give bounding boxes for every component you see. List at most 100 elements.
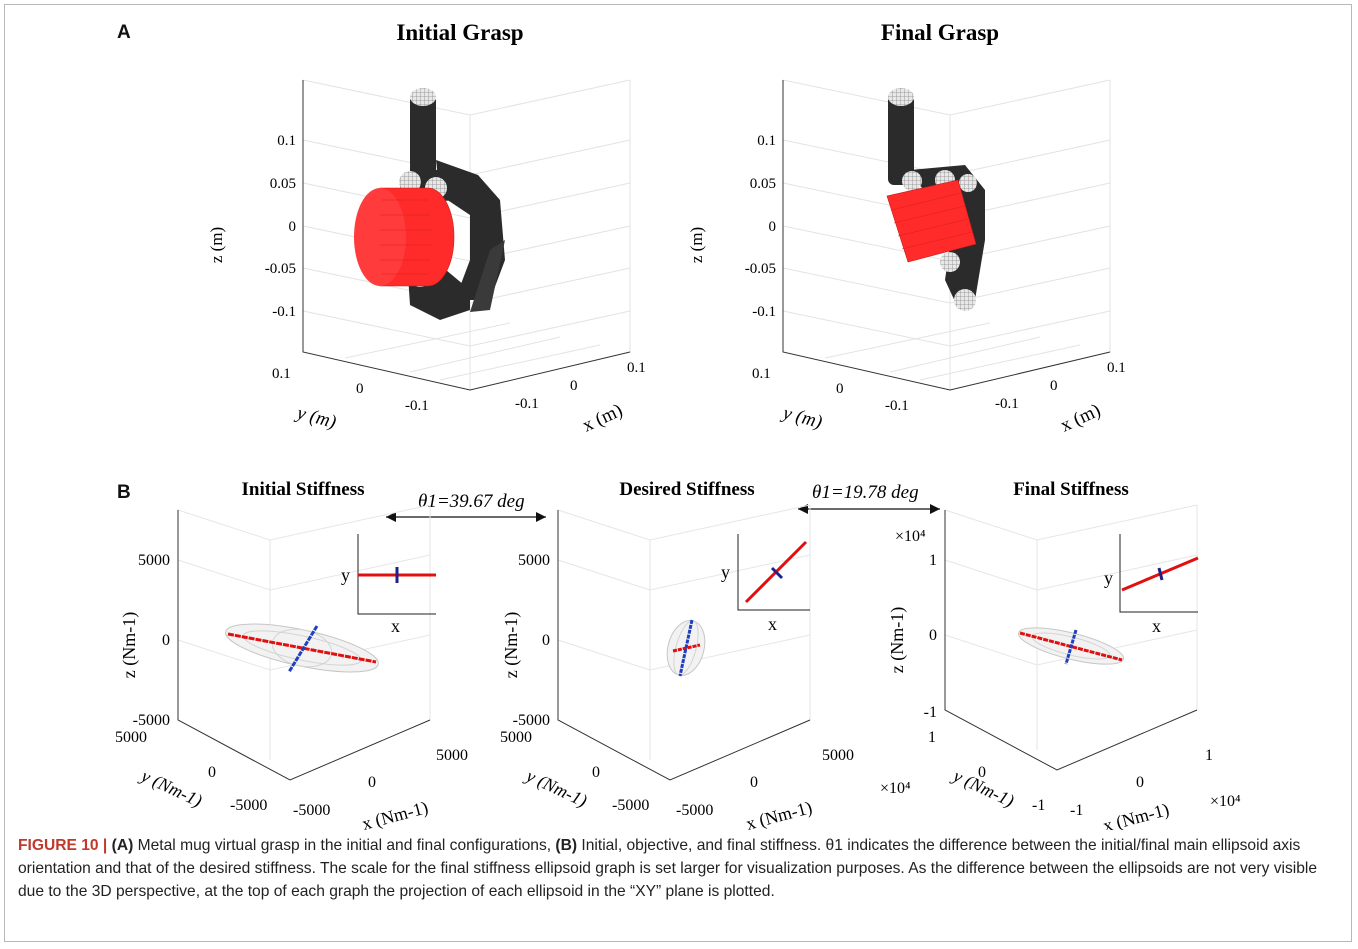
- x-ticks: -5000 0 5000: [293, 747, 468, 819]
- y-tick: -5000: [612, 797, 649, 814]
- x-ticks: -5000 0 5000: [676, 747, 854, 819]
- final-y-label: y (m): [779, 402, 825, 433]
- desired-ellipsoid: [666, 619, 706, 677]
- inset-x: x: [1152, 616, 1161, 636]
- figure-svg: Initial Grasp 0.1 0.05 0 -0.05 -0.1 z (m…: [115, 20, 1241, 830]
- y-label: y (Nm-1): [136, 765, 205, 812]
- y-tick: -0.1: [885, 398, 909, 414]
- z-label: z (Nm-1): [119, 612, 140, 678]
- final-grasp-title: Final Grasp: [881, 20, 999, 45]
- desired-stiffness-plot: Desired Stiffness 5000 0 -5000 z (Nm-1) …: [500, 479, 854, 830]
- y-ticks: 1 0 -1: [928, 729, 1045, 814]
- y-tick: 0: [836, 381, 844, 397]
- x-tick: 5000: [436, 747, 468, 764]
- minor-axis: [287, 625, 319, 673]
- initial-stiffness-title: Initial Stiffness: [242, 479, 365, 500]
- z-tick: -1: [924, 704, 937, 721]
- z-ticks: 5000 0 -5000: [513, 552, 550, 729]
- caption-b-ref: (B): [555, 837, 578, 854]
- y-tick: 0: [592, 764, 600, 781]
- caption-figure-label: FIGURE 10 |: [18, 837, 108, 854]
- final-z-ticks: 0.1 0.05 0 -0.05 -0.1: [745, 133, 776, 320]
- z-label: z (Nm-1): [501, 612, 522, 678]
- y-tick: 0: [978, 764, 986, 781]
- angle-2-label: θ1=19.78 deg: [812, 482, 919, 503]
- x-tick: -5000: [676, 802, 713, 819]
- desired-stiffness-title: Desired Stiffness: [619, 479, 754, 500]
- initial-stiffness-plot: Initial Stiffness 5000 0 -5000 z (Nm-1) …: [115, 479, 468, 830]
- y-ticks: 5000 0 -5000: [500, 729, 649, 814]
- axes: [944, 510, 1198, 771]
- y-tick: 0: [356, 381, 364, 397]
- final-x-label: x (m): [1057, 400, 1104, 437]
- initial-grasp-axes: [302, 80, 631, 391]
- x-tick: -5000: [293, 802, 330, 819]
- z-tick: 0: [289, 219, 297, 235]
- initial-ellipsoid: [225, 623, 379, 673]
- x-label: x (Nm-1): [360, 797, 431, 830]
- inset-x: x: [768, 614, 777, 634]
- y-scale-label: ×10⁴: [880, 780, 911, 797]
- figure-caption: FIGURE 10 | (A) Metal mug virtual grasp …: [18, 834, 1340, 903]
- initial-xy-inset: y x: [341, 534, 436, 636]
- initial-grasp-plot: Initial Grasp 0.1 0.05 0 -0.05 -0.1 z (m…: [207, 20, 646, 437]
- inset-y: y: [1104, 568, 1113, 588]
- z-ticks: 5000 0 -5000: [133, 552, 170, 729]
- final-grasp-plot: Final Grasp 0.1 0.05 0 -0.05 -0.1 z (m) …: [687, 20, 1126, 437]
- initial-y-label: y (m): [293, 402, 339, 433]
- z-tick: 0.1: [757, 133, 776, 149]
- y-tick: 5000: [115, 729, 147, 746]
- z-tick: 0.1: [277, 133, 296, 149]
- initial-x-label: x (m): [579, 400, 626, 437]
- x-label: x (Nm-1): [744, 797, 815, 830]
- x-tick: 0: [750, 774, 758, 791]
- z-tick: 0: [929, 627, 937, 644]
- y-tick: 5000: [500, 729, 532, 746]
- final-stiffness-title: Final Stiffness: [1013, 479, 1129, 500]
- y-ticks: 5000 0 -5000: [115, 729, 267, 814]
- z-tick: -0.1: [272, 304, 296, 320]
- x-scale-label: ×10⁴: [1210, 793, 1241, 810]
- y-label: y (Nm-1): [521, 765, 590, 812]
- figure-frame: [4, 4, 1352, 942]
- desired-xy-inset: y x: [721, 534, 810, 634]
- initial-hand: [354, 88, 505, 320]
- angle-annotations: θ1=39.67 deg θ1=19.78 deg: [386, 482, 940, 522]
- final-xy-inset: y x: [1104, 534, 1199, 636]
- initial-z-label: z (m): [207, 227, 226, 263]
- y-tick: -0.1: [405, 398, 429, 414]
- z-tick: -0.1: [752, 304, 776, 320]
- y-tick: -5000: [230, 797, 267, 814]
- final-ellipsoid: [1018, 627, 1124, 665]
- x-label: x (Nm-1): [1101, 799, 1172, 830]
- y-tick: 1: [928, 729, 936, 746]
- x-tick: 0: [570, 378, 578, 394]
- initial-grasp-grid: [302, 79, 631, 390]
- x-tick: 0: [1136, 774, 1144, 791]
- y-tick: 0.1: [752, 366, 771, 382]
- inset-y: y: [341, 565, 350, 585]
- x-tick: 0: [368, 774, 376, 791]
- final-grasp-axes: [782, 80, 1111, 391]
- x-tick: 5000: [822, 747, 854, 764]
- y-tick: 0: [208, 764, 216, 781]
- caption-a-ref: (A): [111, 837, 134, 854]
- z-tick: 0: [542, 632, 550, 649]
- z-tick: -0.05: [265, 261, 296, 277]
- final-hand: [886, 88, 985, 311]
- z-tick: 1: [929, 552, 937, 569]
- minor-axis: [1064, 629, 1078, 665]
- z-tick: -5000: [133, 712, 170, 729]
- z-label: z (Nm-1): [887, 607, 908, 673]
- z-tick: 0.05: [750, 176, 776, 192]
- minor-axis: [678, 619, 694, 677]
- x-ticks: -1 0 1: [1070, 747, 1213, 819]
- x-tick: 0: [1050, 378, 1058, 394]
- z-tick: 0: [162, 632, 170, 649]
- z-tick: 5000: [518, 552, 550, 569]
- x-tick: -0.1: [515, 396, 539, 412]
- inset-x: x: [391, 616, 400, 636]
- x-tick: -1: [1070, 802, 1083, 819]
- final-x-ticks: -0.1 0 0.1: [995, 360, 1126, 412]
- y-tick: -1: [1032, 797, 1045, 814]
